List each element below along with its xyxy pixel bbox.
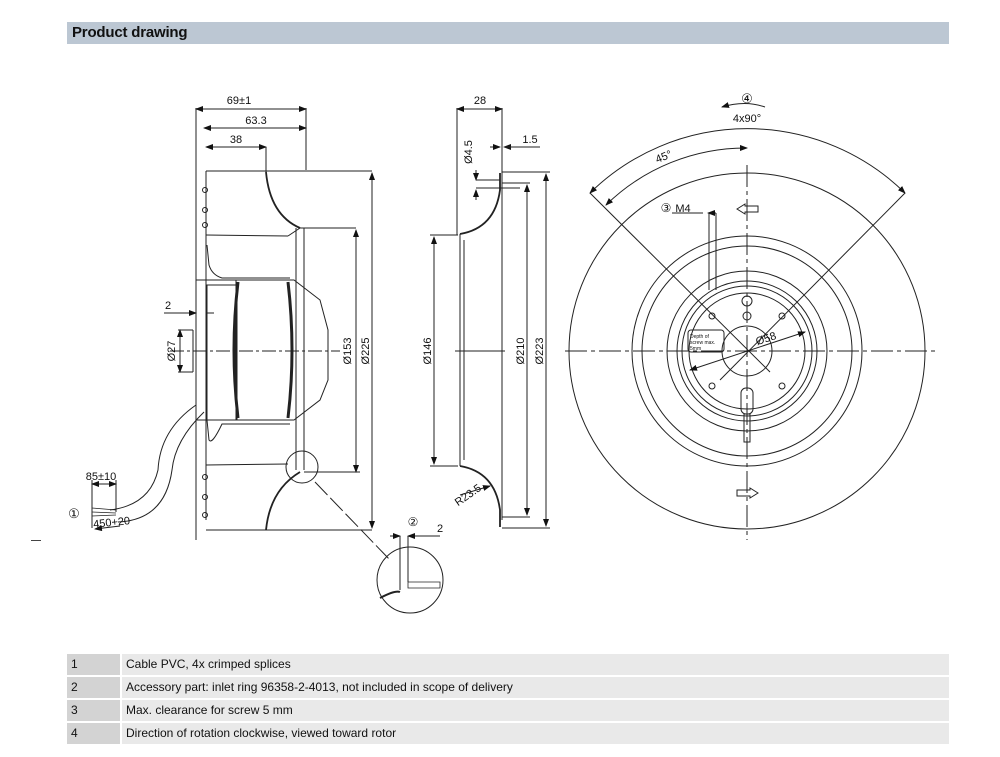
dim-hole-dia: Ø4.5 <box>463 140 475 164</box>
dim-detail-gap: 2 <box>437 523 443 535</box>
dim-cable-450: 450+20 <box>93 515 131 531</box>
note-text: Max. clearance for screw 5 mm <box>122 700 949 721</box>
callout-4: ④ <box>741 91 753 106</box>
note-number: 3 <box>67 700 120 721</box>
detail-view <box>376 533 444 614</box>
callout-1: ① <box>68 506 80 521</box>
dim-dia-58: Ø58 <box>754 330 777 348</box>
note-number: 4 <box>67 723 120 744</box>
front-view <box>565 102 935 540</box>
dim-pattern: 4x90° <box>733 113 761 125</box>
note-text: Accessory part: inlet ring 96358-2-4013,… <box>122 677 949 698</box>
callout-3: ③ <box>661 201 672 215</box>
screw-depth-note-3: 5mm <box>690 346 701 352</box>
screw-depth-note-2: screw max. <box>690 340 715 346</box>
note-number: 1 <box>67 654 120 675</box>
dim-dia-146: Ø146 <box>422 338 434 365</box>
note-row: 2 Accessory part: inlet ring 96358-2-401… <box>67 677 949 698</box>
note-number: 2 <box>67 677 120 698</box>
section-header: Product drawing <box>67 22 949 44</box>
dim-radius: R23.5 <box>453 482 484 509</box>
dim-shaft-dia: Ø27 <box>166 341 178 362</box>
notes-table: 1 Cable PVC, 4x crimped splices 2 Access… <box>67 654 949 746</box>
dim-cable-85: 85±10 <box>86 471 117 483</box>
note-row: 3 Max. clearance for screw 5 mm <box>67 700 949 721</box>
section-title: Product drawing <box>72 24 188 41</box>
dim-depth-28: 28 <box>474 95 486 107</box>
dim-overall-width: 69±1 <box>227 95 251 107</box>
note-row: 1 Cable PVC, 4x crimped splices <box>67 654 949 675</box>
margin-mark <box>31 540 41 541</box>
product-drawing: 69±1 63.3 38 2 Ø27 Ø153 Ø225 85±10 450+2… <box>68 91 935 614</box>
note-text: Direction of rotation clockwise, viewed … <box>122 723 949 744</box>
callout-2: ② <box>408 515 419 529</box>
side-view <box>91 106 391 561</box>
dim-gap-2: 2 <box>165 300 171 312</box>
dim-dia-210: Ø210 <box>515 338 527 365</box>
dim-dia-223: Ø223 <box>534 338 546 365</box>
note-text: Cable PVC, 4x crimped splices <box>122 654 949 675</box>
inlet-ring-view <box>430 106 550 529</box>
dim-dia-225: Ø225 <box>360 338 372 365</box>
dim-thickness: 1.5 <box>522 134 537 146</box>
dim-63: 63.3 <box>245 115 266 127</box>
dim-angle: 45° <box>654 149 674 166</box>
note-row: 4 Direction of rotation clockwise, viewe… <box>67 723 949 744</box>
dim-38: 38 <box>230 134 242 146</box>
dim-thread: M4 <box>675 203 690 215</box>
screw-depth-note-1: Depth of <box>690 334 710 340</box>
dim-dia-153: Ø153 <box>342 338 354 365</box>
